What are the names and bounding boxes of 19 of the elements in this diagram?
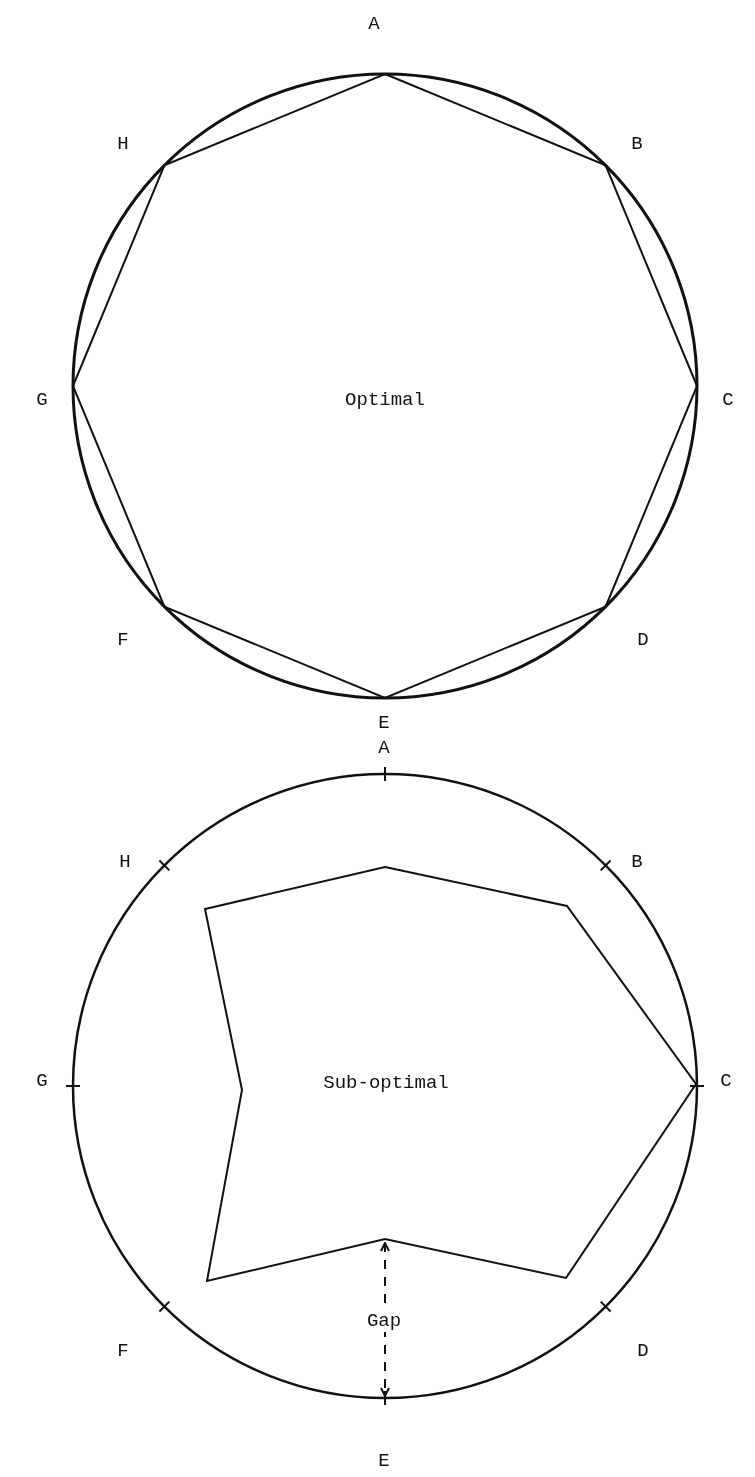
point-label: G [36, 1070, 48, 1092]
point-label: G [36, 389, 48, 411]
point-label: E [378, 712, 390, 734]
point-label: B [631, 851, 643, 873]
point-label: H [119, 851, 131, 873]
point-label: A [378, 737, 390, 759]
diagram-label: Optimal [345, 389, 425, 411]
point-label: F [117, 1340, 129, 1362]
gap-label: Gap [366, 1310, 402, 1332]
point-label: B [631, 133, 643, 155]
point-label: H [117, 133, 129, 155]
point-label: D [637, 629, 649, 651]
point-label: A [368, 13, 380, 35]
diagram-label: Sub-optimal [323, 1072, 449, 1094]
point-label: C [720, 1070, 732, 1092]
point-label: F [117, 629, 129, 651]
point-label: C [722, 389, 734, 411]
point-label: D [637, 1340, 649, 1362]
point-label: E [378, 1450, 390, 1472]
